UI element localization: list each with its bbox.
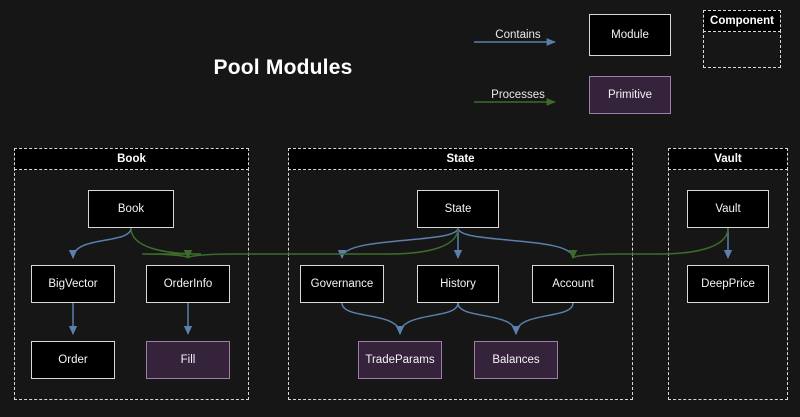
legend-module-sample-label: Module [611,29,649,42]
node-label-fill: Fill [181,354,196,367]
node-state[interactable]: State [417,190,499,228]
node-vault[interactable]: Vault [687,190,769,228]
legend-contains-arrow-icon [473,36,565,48]
container-label-book: Book [117,153,146,165]
container-header-book: Book [14,148,249,170]
node-orderinfo[interactable]: OrderInfo [146,265,230,303]
node-label-governance: Governance [311,278,374,291]
node-label-order: Order [58,354,87,367]
legend-component-sample-header: Component [703,10,781,32]
node-fill[interactable]: Fill [146,341,230,379]
node-label-balances: Balances [492,354,539,367]
node-label-deepprice: DeepPrice [701,278,755,291]
node-bigvector[interactable]: BigVector [31,265,115,303]
node-label-book: Book [118,203,144,216]
legend-primitive-sample-label: Primitive [608,89,652,102]
node-book[interactable]: Book [88,190,174,228]
node-account[interactable]: Account [532,265,614,303]
node-deepprice[interactable]: DeepPrice [687,265,769,303]
legend-module-sample: Module [589,14,671,56]
node-history[interactable]: History [417,265,499,303]
node-label-bigvector: BigVector [48,278,97,291]
node-label-vault: Vault [715,203,740,216]
node-governance[interactable]: Governance [300,265,384,303]
node-label-state: State [445,203,472,216]
node-label-account: Account [552,278,594,291]
legend-processes-arrow-icon [473,96,565,108]
page-title: Pool Modules [168,56,398,80]
container-header-state: State [288,148,633,170]
node-order[interactable]: Order [31,341,115,379]
container-header-vault: Vault [668,148,788,170]
legend-primitive-sample: Primitive [589,76,671,114]
legend-component-sample-label: Component [710,15,774,27]
node-label-tradeparams: TradeParams [365,354,434,367]
container-label-state: State [446,153,474,165]
node-balances[interactable]: Balances [474,341,558,379]
container-label-vault: Vault [714,153,741,165]
node-label-history: History [440,278,476,291]
node-tradeparams[interactable]: TradeParams [358,341,442,379]
node-label-orderinfo: OrderInfo [164,278,213,291]
